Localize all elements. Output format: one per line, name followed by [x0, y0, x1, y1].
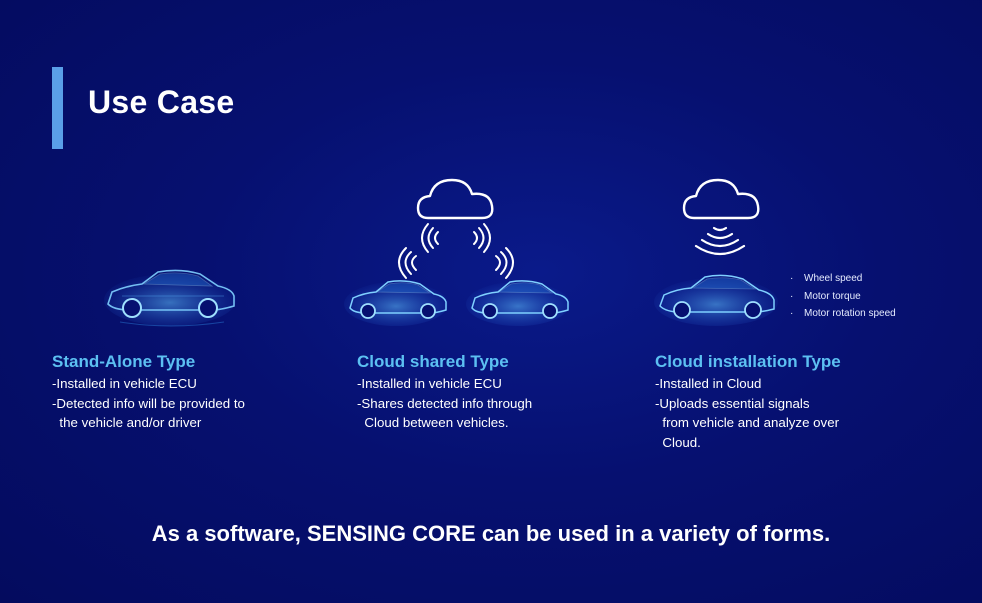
cloud-installation-heading: Cloud installation Type [655, 352, 841, 371]
car-icon [654, 274, 778, 326]
cloud-icon [682, 178, 760, 220]
signal-list: Wheel speed Motor torque Motor rotation … [790, 270, 896, 323]
wireless-signal-icon [398, 223, 514, 279]
description-line: Cloud between vehicles. [357, 415, 509, 430]
signal-item: Wheel speed [790, 270, 896, 288]
car-icon [104, 269, 236, 327]
stand-alone-description: -Installed in vehicle ECU -Detected info … [52, 374, 245, 433]
wireless-signal-icon [694, 226, 746, 256]
description-line: -Uploads essential signals [655, 395, 810, 411]
cloud-installation-illustration [654, 178, 778, 326]
description-line: -Installed in vehicle ECU [52, 376, 197, 391]
cloud-shared-illustration [344, 178, 570, 326]
stand-alone-heading: Stand-Alone Type [52, 352, 196, 371]
description-line: Cloud. [655, 434, 701, 450]
description-line: -Installed in Cloud [655, 376, 762, 391]
stand-alone-illustration [104, 269, 236, 327]
cloud-shared-description: -Installed in vehicle ECU -Shares detecte… [357, 374, 532, 433]
page-title: Use Case [88, 84, 235, 120]
cloud-shared-heading: Cloud shared Type [357, 352, 509, 371]
description-line: -Shares detected info through [357, 395, 533, 411]
car-icon [344, 280, 448, 326]
description-line: from vehicle and analyze over [655, 415, 840, 430]
cloud-icon [416, 178, 494, 220]
signal-item: Motor torque [790, 288, 896, 306]
footer-statement: As a software, SENSING CORE can be used … [151, 521, 831, 546]
description-line: -Detected info will be provided to [52, 395, 245, 411]
signal-item: Motor rotation speed [790, 305, 896, 323]
car-icon [466, 280, 570, 326]
cloud-installation-description: -Installed in Cloud -Uploads essential si… [655, 374, 839, 452]
description-line: -Installed in vehicle ECU [357, 376, 502, 391]
title-accent-bar [52, 67, 63, 149]
description-line: the vehicle and/or driver [52, 415, 202, 430]
